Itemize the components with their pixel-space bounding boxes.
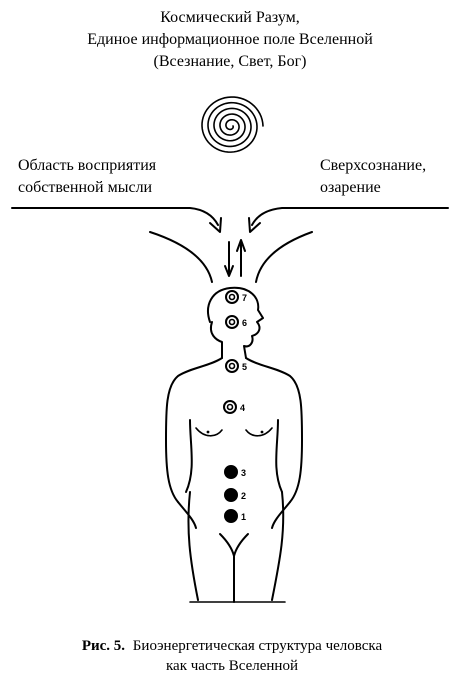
funnel-left-curve: [149, 231, 213, 283]
chakra-3: [224, 465, 238, 479]
chakra-6-core: [228, 318, 236, 326]
caption-text-1: Биоэнергетическая структура человска: [133, 638, 383, 654]
left-label-line-1: Область восприятия: [18, 157, 157, 174]
chakra-5: [225, 359, 239, 373]
chakra-7: [225, 290, 239, 304]
chakra-7-core: [228, 293, 236, 301]
funnel-right-curve: [255, 231, 313, 283]
torso-left: [185, 419, 193, 493]
right-flow-arrow: [251, 207, 449, 226]
caption-line-1: Рис. 5. Биоэнергетическая структура чело…: [82, 638, 383, 654]
caption-line-2: как часть Вселенной: [166, 658, 298, 674]
chakra-1: [224, 509, 238, 523]
body-left-side: [165, 357, 223, 503]
left-flow-arrow: [11, 207, 219, 226]
breast-left: [195, 427, 223, 437]
chakra-3-label: 3: [241, 468, 246, 478]
spiral-icon: [201, 96, 264, 153]
arm-right: [271, 501, 291, 529]
leg-right: [271, 491, 285, 601]
neck-left: [210, 321, 223, 359]
chakra-6: [225, 315, 239, 329]
down-arrowhead: [224, 265, 234, 277]
crotch: [219, 533, 249, 557]
header-line-3: (Всезнание, Свет, Бог): [154, 53, 307, 70]
chakra-4: [223, 400, 237, 414]
nipple-left: [206, 430, 210, 434]
head-outline: [207, 286, 264, 359]
chakra-7-label: 7: [242, 293, 247, 303]
right-label-line-1: Сверхсознание,: [320, 157, 426, 174]
chakra-2: [224, 488, 238, 502]
chakra-6-label: 6: [242, 318, 247, 328]
header-line-2: Единое информационное поле Вселенной: [87, 31, 373, 48]
chakra-4-label: 4: [240, 403, 245, 413]
arm-left: [177, 501, 197, 529]
chakra-group: 7 6 5 4 3 2 1: [223, 290, 247, 523]
up-arrowhead: [236, 239, 246, 252]
chakra-4-core: [226, 403, 234, 411]
left-label-line-2: собственной мысли: [18, 179, 153, 196]
body-right-side: [245, 357, 303, 503]
chakra-2-label: 2: [241, 491, 246, 501]
left-flow-arrowhead: [209, 217, 222, 233]
chakra-5-label: 5: [242, 362, 247, 372]
chakra-1-label: 1: [241, 512, 246, 522]
header-line-1: Космический Разум,: [160, 9, 300, 26]
caption-prefix: Рис. 5.: [82, 638, 125, 654]
right-label-line-2: озарение: [320, 179, 381, 196]
nipple-right: [260, 430, 264, 434]
leg-left: [187, 491, 199, 601]
right-flow-arrowhead: [248, 217, 261, 233]
chakra-5-core: [228, 362, 236, 370]
torso-right: [275, 419, 283, 493]
breast-right: [245, 427, 273, 437]
